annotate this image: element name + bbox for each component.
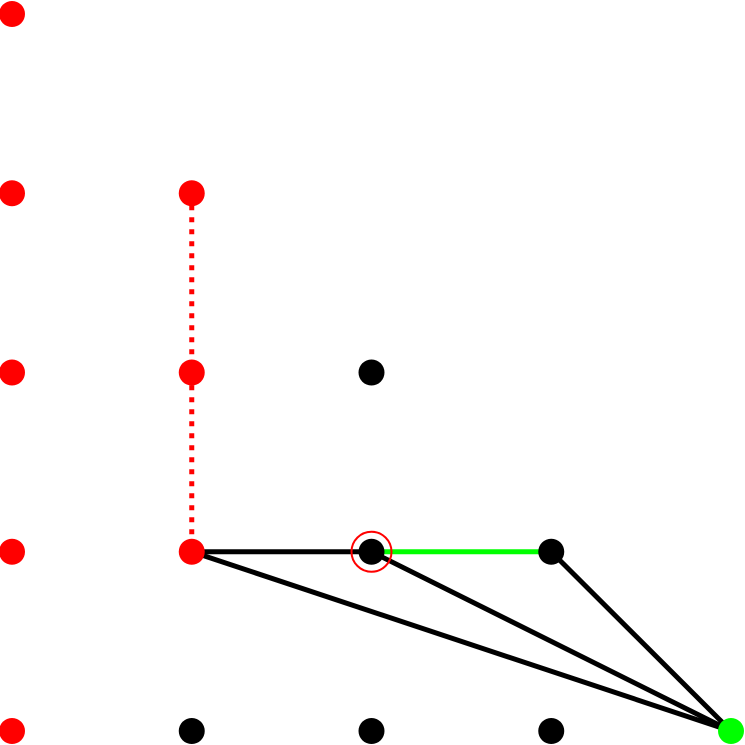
node-n-1-4	[178, 718, 205, 744]
node-n-0-3	[0, 538, 25, 565]
node-n-1-2	[178, 359, 205, 386]
edges-layer	[189, 193, 733, 734]
edge-n-2-3-to-n-4-4	[370, 549, 733, 734]
edge-n-1-3-to-n-4-4	[190, 549, 732, 734]
node-n-1-3	[178, 538, 205, 565]
node-n-3-4	[538, 718, 565, 744]
node-n-2-4	[358, 718, 385, 744]
node-n-0-1	[0, 180, 25, 207]
highlight-layer	[350, 530, 393, 573]
node-n-2-2	[358, 359, 385, 386]
node-n-1-1	[178, 180, 205, 207]
node-n-0-4	[0, 718, 25, 744]
node-n-2-3	[358, 538, 385, 565]
node-n-3-3	[538, 538, 565, 565]
selection-ring-n-2-3	[350, 530, 393, 573]
node-n-0-0	[0, 1, 25, 27]
edge-n-3-3-to-n-4-4	[549, 549, 733, 733]
node-n-4-4	[718, 718, 744, 744]
node-n-0-2	[0, 359, 25, 386]
